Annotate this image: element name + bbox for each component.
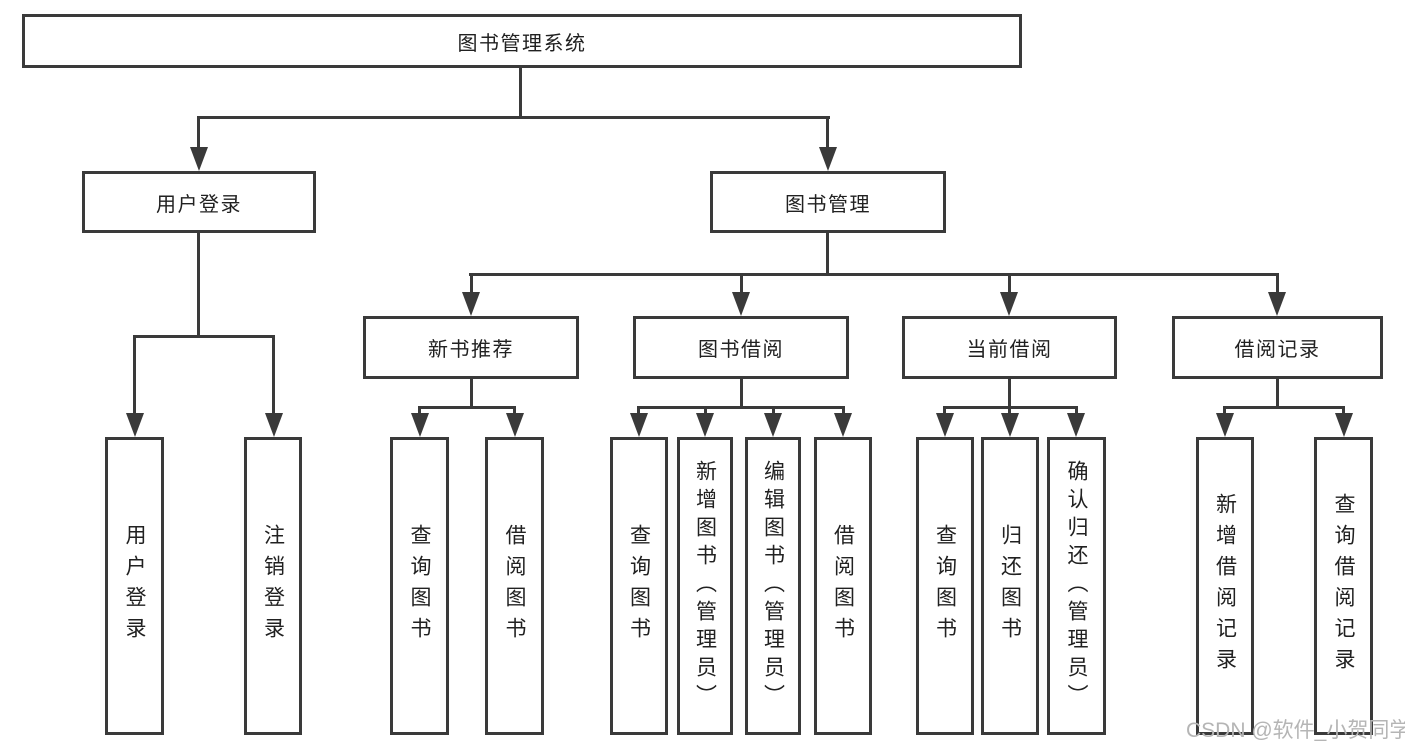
node-label: 新增借阅记录 [1213, 493, 1237, 679]
connector-line [638, 406, 844, 409]
node-label: 图书管理系统 [457, 32, 587, 55]
node-label: 用户登录 [156, 193, 242, 216]
node-label: 归还图书 [998, 524, 1022, 648]
connector-line [1075, 406, 1078, 418]
node-label: 图书管理 [785, 193, 871, 216]
node-label: 当前借阅 [966, 339, 1053, 361]
leaf-query-books-borrow: 查询图书 [610, 437, 668, 735]
connector-line [1223, 406, 1226, 418]
leaf-add-borrow-record: 新增借阅记录 [1196, 437, 1254, 735]
node-label: 新增图书（管理员） [693, 460, 717, 712]
arrow-down-icon [1001, 413, 1019, 437]
leaf-borrow-books: 借阅图书 [814, 437, 872, 735]
connector-line [740, 379, 743, 406]
connector-line [1008, 379, 1011, 406]
connector-line [197, 233, 200, 335]
connector-line [1224, 406, 1345, 409]
connector-line [418, 406, 516, 409]
arrow-down-icon [1268, 292, 1286, 316]
connector-line [1276, 379, 1279, 406]
connector-line [197, 116, 830, 119]
connector-line [1008, 406, 1011, 418]
node-label: 新书推荐 [428, 339, 514, 361]
leaf-add-books-admin: 新增图书（管理员） [677, 437, 733, 735]
connector-line [637, 406, 640, 418]
connector-line [772, 406, 775, 418]
arrow-down-icon [732, 292, 750, 316]
csdn-watermark: CSDN @软件_小贺同学 [1186, 719, 1405, 742]
arrow-down-icon [834, 413, 852, 437]
arrow-down-icon [411, 413, 429, 437]
connector-line [418, 406, 421, 418]
connector-line [826, 116, 829, 150]
connector-line [272, 335, 275, 413]
arrow-down-icon [506, 413, 524, 437]
connector-line [842, 406, 845, 418]
arrow-down-icon [462, 292, 480, 316]
connector-line [1008, 273, 1011, 295]
node-label: 确认归还（管理员） [1065, 460, 1088, 712]
node-user-login-branch: 用户登录 [82, 171, 316, 233]
leaf-query-books-current: 查询图书 [916, 437, 974, 735]
arrow-down-icon [936, 413, 954, 437]
node-book-borrowing: 图书借阅 [633, 316, 849, 379]
node-label: 查询借阅记录 [1332, 493, 1355, 679]
arrow-down-icon [1335, 413, 1353, 437]
node-label: 注销登录 [261, 524, 285, 648]
connector-line [704, 406, 707, 418]
connector-line [826, 233, 829, 273]
leaf-query-borrow-record: 查询借阅记录 [1314, 437, 1373, 735]
connector-line [1276, 273, 1279, 295]
node-label: 编辑图书（管理员） [761, 460, 785, 712]
node-label: 借阅图书 [831, 524, 855, 648]
connector-line [519, 68, 522, 116]
connector-line [513, 406, 516, 418]
arrow-down-icon [126, 413, 144, 437]
connector-line [470, 273, 473, 295]
leaf-query-books-recommend: 查询图书 [390, 437, 449, 735]
node-label: 查询图书 [933, 524, 957, 648]
arrow-down-icon [696, 413, 714, 437]
connector-line [943, 406, 946, 418]
arrow-down-icon [819, 147, 837, 171]
arrow-down-icon [265, 413, 283, 437]
node-label: 借阅图书 [503, 524, 526, 648]
arrow-down-icon [764, 413, 782, 437]
node-borrowing-records: 借阅记录 [1172, 316, 1383, 379]
connector-line [469, 273, 1278, 276]
node-label: 查询图书 [408, 524, 431, 648]
leaf-confirm-return-admin: 确认归还（管理员） [1047, 437, 1106, 735]
connector-line [133, 335, 136, 413]
arrow-down-icon [630, 413, 648, 437]
leaf-edit-books-admin: 编辑图书（管理员） [745, 437, 801, 735]
connector-line [1342, 406, 1345, 418]
arrow-down-icon [190, 147, 208, 171]
node-new-book-recommendation: 新书推荐 [363, 316, 579, 379]
leaf-borrow-books-recommend: 借阅图书 [485, 437, 544, 735]
arrow-down-icon [1000, 292, 1018, 316]
node-label: 查询图书 [627, 524, 651, 648]
connector-line [133, 335, 275, 338]
node-library-management-system: 图书管理系统 [22, 14, 1022, 68]
node-current-borrowing: 当前借阅 [902, 316, 1117, 379]
connector-line [197, 116, 200, 150]
node-label: 图书借阅 [698, 339, 784, 361]
connector-line [740, 273, 743, 295]
arrow-down-icon [1067, 413, 1085, 437]
connector-line [470, 379, 473, 406]
node-label: 借阅记录 [1234, 339, 1321, 361]
leaf-logout: 注销登录 [244, 437, 302, 735]
node-label: 用户登录 [123, 524, 146, 648]
leaf-user-login: 用户登录 [105, 437, 164, 735]
arrow-down-icon [1216, 413, 1234, 437]
leaf-return-books: 归还图书 [981, 437, 1039, 735]
node-book-management: 图书管理 [710, 171, 946, 233]
